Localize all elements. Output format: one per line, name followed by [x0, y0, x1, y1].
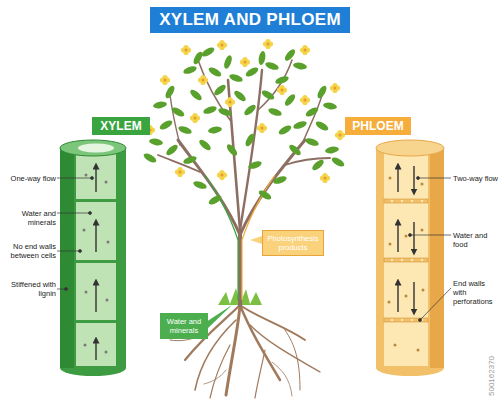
water-box: Water and minerals — [160, 313, 208, 339]
callout-label: One-way flow — [2, 174, 56, 183]
phloem-tag: PHLOEM — [345, 117, 411, 135]
xylem-strand — [205, 175, 238, 300]
callout-label: Water and minerals — [2, 209, 56, 227]
node-text: PHLOEM — [352, 119, 403, 133]
xylem-tag: XYLEM — [92, 117, 150, 135]
callout-label: Two-way flow — [453, 174, 499, 183]
branches — [158, 60, 330, 305]
node-text: Water and minerals — [163, 317, 205, 335]
callout-label: End walls with perforations — [453, 279, 499, 306]
watermark-id: 500162370 — [487, 356, 496, 396]
pointer — [206, 305, 232, 330]
callout-label: No end walls between cells — [2, 242, 56, 260]
callout-label: Stiffened with lignin — [2, 280, 56, 298]
callout-label: Water and food — [453, 231, 499, 249]
title-banner: XYLEM AND PHLOEM — [150, 7, 350, 33]
flowers — [145, 39, 345, 183]
phloem-tube — [376, 140, 444, 376]
leaves — [142, 46, 345, 207]
products-box: Photosynthesis products — [262, 230, 324, 256]
pointer — [250, 236, 262, 244]
leader-lines — [57, 177, 451, 322]
node-text: Photosynthesis products — [266, 234, 320, 252]
node-text: XYLEM — [100, 119, 141, 133]
xylem-tube — [60, 140, 126, 376]
